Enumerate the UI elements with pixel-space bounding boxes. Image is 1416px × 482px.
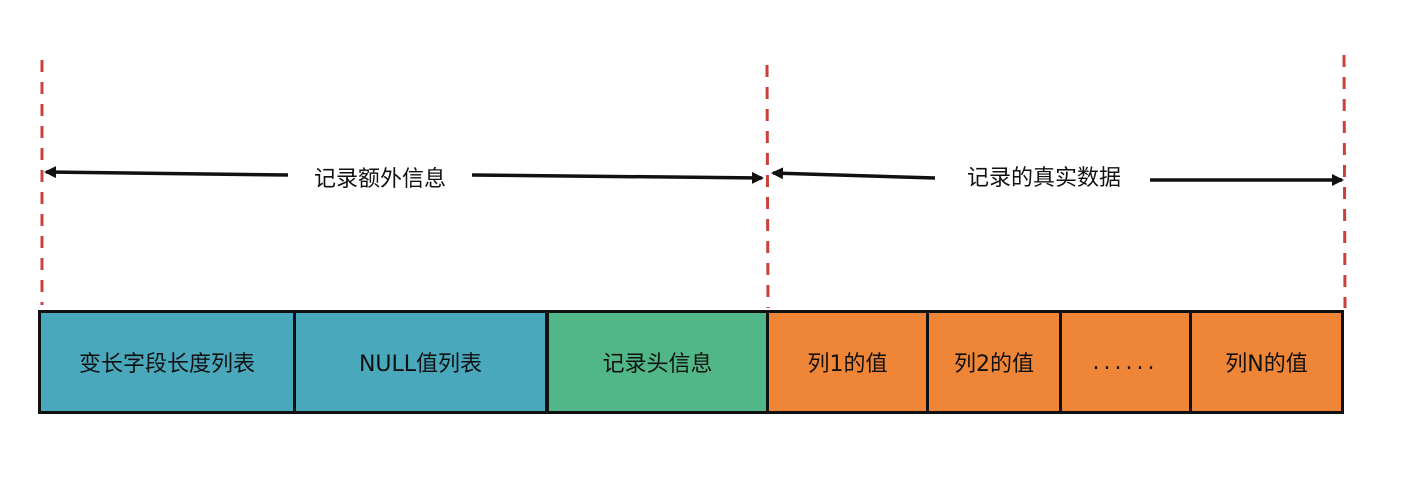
box-column-1: 列1的值 [766,310,929,414]
box-record-header: 记录头信息 [546,310,769,414]
box-null-list: NULL值列表 [293,310,548,414]
span-label-extra-info: 记录额外信息 [313,167,447,192]
span-label-real-data: 记录的真实数据 [966,166,1122,191]
divider-middle [765,64,770,309]
divider-right [1342,54,1347,309]
box-column-n: 列N的值 [1189,310,1344,414]
arrow-extra-left [44,166,289,179]
box-column-2: 列2的值 [926,310,1062,414]
arrow-data-left [771,167,936,180]
box-ellipsis: ...... [1059,310,1192,414]
box-variable-length-list: 变长字段长度列表 [38,310,296,414]
arrow-extra-right [471,171,764,184]
